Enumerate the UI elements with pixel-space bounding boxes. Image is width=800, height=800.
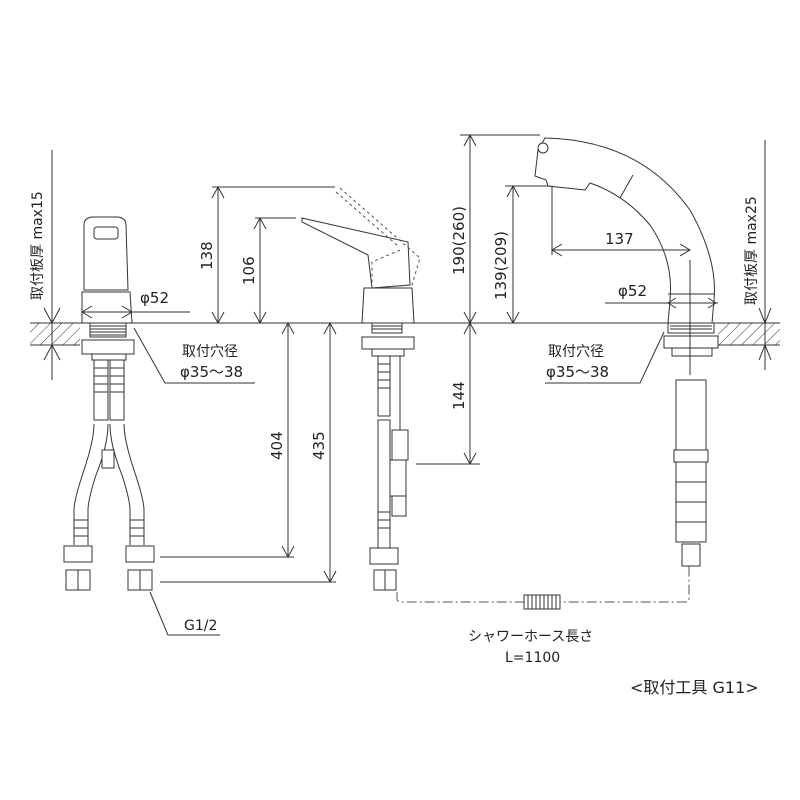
middle-faucet-view: 138 106 404 435 144 (160, 185, 480, 591)
left-plate-thickness-label: 取付板厚 max15 (30, 191, 46, 300)
left-hole-label: 取付穴径 (182, 344, 238, 360)
hose-length-435: 435 (310, 431, 328, 460)
total-height: 190(260) (450, 206, 468, 275)
spout-height: 139(209) (492, 231, 510, 300)
lever-height: 106 (240, 256, 258, 285)
right-plate-thickness-label: 取付板厚 max25 (744, 196, 760, 305)
left-hole-diameter: φ35～38 (180, 363, 243, 381)
counter-hatch-right (718, 323, 780, 345)
right-hole-label: 取付穴径 (548, 344, 604, 360)
hose-length-404: 404 (268, 431, 286, 460)
drawing-title: <取付工具 G11> (630, 678, 759, 697)
left-faucet-view: 取付板厚 max15 φ52 取付穴径 φ35～38 G1/2 (30, 150, 255, 636)
thread-label: G1/2 (184, 618, 217, 634)
shower-hose: シャワーホース長さ L=1100 (396, 566, 690, 666)
counter-hatch-left (30, 323, 80, 345)
right-hole-diameter: φ35～38 (546, 363, 609, 381)
hose-end-depth: 144 (450, 381, 468, 410)
left-body-diameter: φ52 (140, 289, 169, 307)
shower-hose-length: L=1100 (505, 650, 560, 666)
spout-reach: 137 (605, 230, 634, 248)
right-faucet-view: 190(260) 139(209) 137 φ52 取付穴径 φ35～38 取付… (450, 133, 772, 567)
shower-hose-label: シャワーホース長さ (468, 629, 593, 645)
right-body-diameter: φ52 (618, 282, 647, 300)
lever-height-raised: 138 (198, 241, 216, 270)
